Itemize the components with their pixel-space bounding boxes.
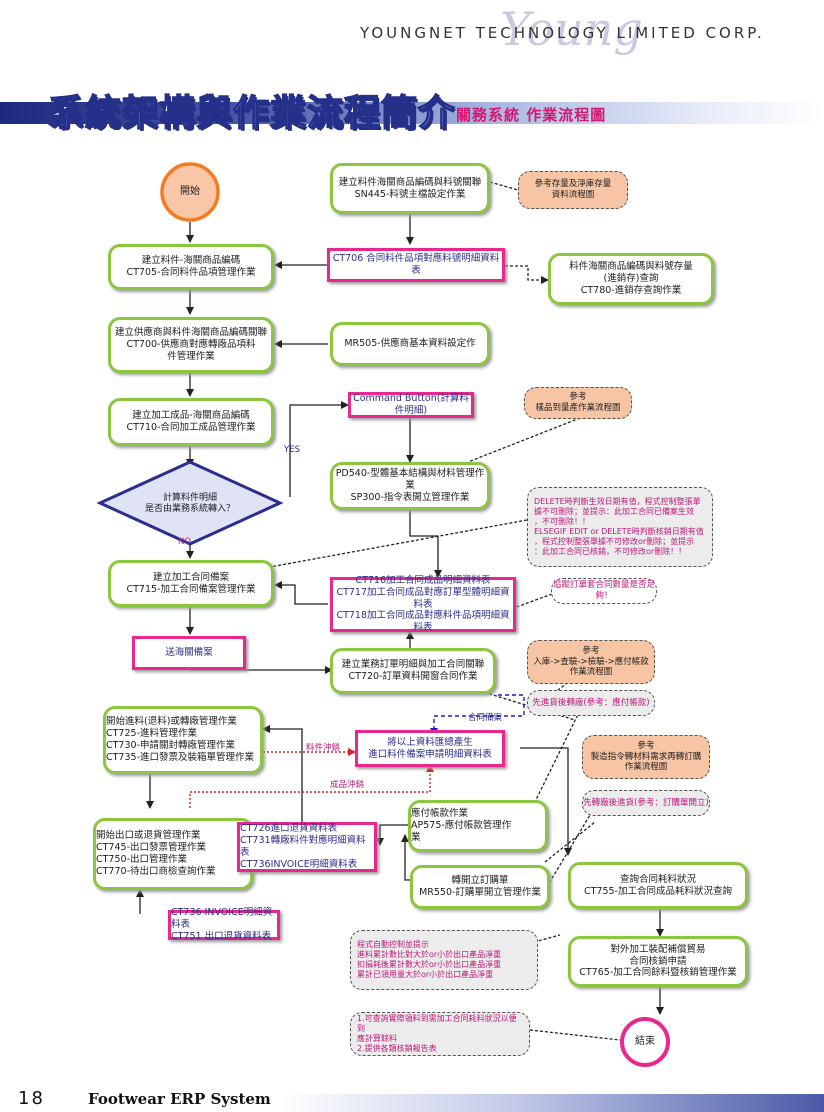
note-ref-sample: 參考 樣品到量產作業流程圖: [524, 387, 632, 419]
company-name: YOUNGNET TECHNOLOGY LIMITED CORP.: [360, 24, 765, 42]
note-track-order: 追蹤訂單套合同數量是否足夠！: [551, 578, 657, 604]
node-ct720: 建立業務訂單明細與加工合同關聯 CT720-訂單資料開窗合同作業: [330, 648, 496, 694]
footer-band: [0, 1094, 824, 1112]
node-ct715: 建立加工合同備案 CT715-加工合同備案管理作業: [108, 560, 274, 607]
page-subtitle: 關務系統 作業流程圖: [456, 106, 607, 124]
footer-system-name: Footwear ERP System: [88, 1090, 271, 1108]
node-pd540: PD540-型體基本結構與材料管理作業 SP300-指令表開立管理作業: [330, 462, 490, 510]
label-no: NO: [178, 537, 192, 547]
label-contract-filing: 合同備案: [468, 713, 503, 723]
node-ct725: 開始進料(退料)或轉廠管理作業 CT725-進料管理作業 CT730-申請關封轉…: [103, 706, 263, 774]
start-circle: [160, 162, 220, 222]
note-purchase-first: 先進貨後轉廠(參考：應付帳款): [527, 690, 655, 716]
node-ct780: 料件海關商品編碼與料號存量 (進銷存)查詢 CT780-進銷存查詢作業: [548, 253, 714, 305]
product-offset-link: [189, 764, 434, 808]
node-ap575: 應付帳款作業 AP575-應付帳款管理作 業: [408, 800, 548, 852]
node-ct700: 建立供應商與料件海關商品編碼關聯 CT700-供應商對應轉廠品項料 件管理作業: [108, 317, 274, 373]
node-ct755: 查詢合同耗料狀況 CT755-加工合同成品耗料狀況查詢: [568, 862, 748, 909]
note-delete-rule: DELETE時判斷生效日期有值，程式控制整張單 據不可刪除；並提示：此加工合同已…: [527, 487, 713, 567]
end-node: 結束: [635, 1035, 655, 1047]
contract-filing-link: [430, 694, 525, 736]
node-ct736-ct751: CT736 INVOICE明細資料表 CT751 出口退貨資料表: [168, 907, 280, 942]
node-ct745: 開始出口或退貨管理作業 CT745-出口發票管理作業 CT750-出口管理作業 …: [93, 818, 253, 890]
decision-diamond: [96, 460, 284, 546]
label-yes: YES: [284, 445, 300, 455]
solid-connectors: [136, 214, 664, 1015]
end-circle: [620, 1017, 670, 1067]
start-node: 開始: [180, 185, 200, 197]
node-mr550: 轉開立訂購單 MR550-訂購單開立管理作業: [410, 865, 550, 909]
company-logo-script: Young: [500, 2, 643, 56]
node-ct765: 對外加工裝配補償貿易 合同核銷申請 CT765-加工合同餘料暨核銷管理作業: [568, 936, 748, 987]
node-ct726: CT726進口退貨資料表 CT731轉廠料件對應明細資料表 CT736INVOI…: [237, 822, 377, 872]
node-ct710: 建立加工成品-海關商品編碼 CT710-合同加工成品管理作業: [108, 398, 274, 446]
note-ref-inbound-flow: 參考 入庫->查驗->檢驗->應付帳款 作業流程圖: [527, 640, 655, 684]
page-number: 18: [18, 1088, 45, 1109]
label-product-offset: 成品沖銷: [330, 780, 365, 790]
node-command-button: Command Button(計算料件明細): [348, 392, 474, 418]
node-ct705: 建立料件-海關商品編碼 CT705-合同料件品項管理作業: [108, 244, 274, 290]
note-ref-stock: 參考存量及淨庫存量 資料流程圖: [518, 171, 628, 209]
node-sn445: 建立料件海關商品編碼與料號關聯 SN445-料號主檔設定作業: [330, 163, 490, 214]
page-title: 系統架構與作業流程簡介: [47, 92, 456, 135]
note-transfer-first: 先轉廠後進貨(參考：訂購單開立): [582, 790, 710, 816]
note-consumption-query: 1.可查詢實際領料到需加工合同耗料狀況以便到 應計算餘料 2.提供各類核銷報告表: [350, 1012, 530, 1056]
decision-text: 計算料件明細 是否由業務系統轉入？: [144, 492, 235, 514]
node-ct716: CT716加工合同成品明細資料表 CT717加工合同成品對應訂單型體明細資料表 …: [330, 575, 516, 633]
note-auto-control: 程式自動控制並提示 進料累計數比對大於or小於出口產品淨重 扣損耗後累計數大於o…: [350, 930, 538, 990]
note-ref-manufacturing: 參考 製造指令轉材料需求再轉訂購 作業流程圖: [582, 735, 710, 779]
node-send-customs: 送海關備案: [132, 636, 246, 670]
label-material-offset: 料件沖銷: [306, 743, 341, 753]
node-mr505: MR505-供應商基本資料設定作: [330, 322, 490, 366]
title-band: [0, 102, 824, 124]
node-collect-summary: 將以上資料匯總產生 進口料件備案申請明細資料表: [355, 730, 505, 767]
node-ct706: CT706 合同料件品項對應料號明細資料表: [327, 248, 505, 282]
